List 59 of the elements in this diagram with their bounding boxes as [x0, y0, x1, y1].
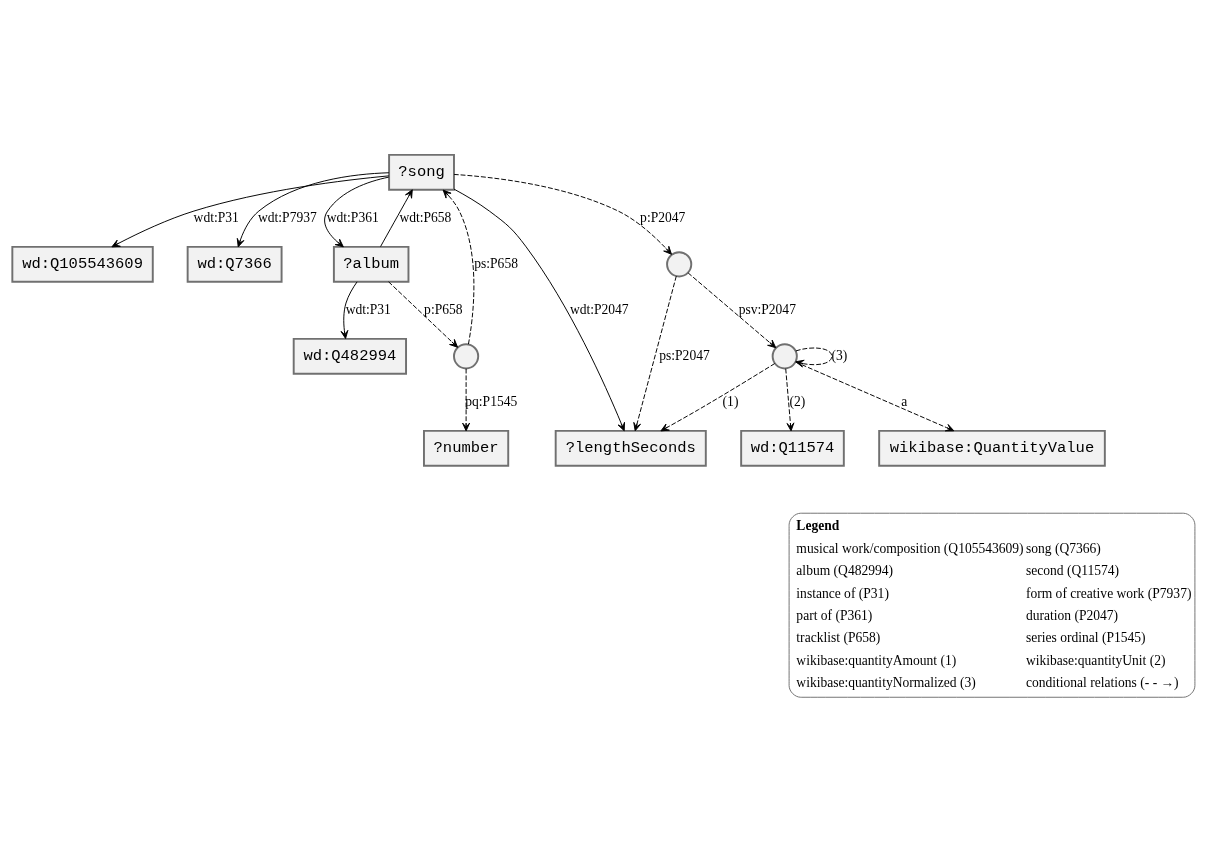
legend-label: instance of (P31)	[796, 585, 889, 601]
node-box: ?album	[332, 245, 410, 283]
arrow	[462, 367, 471, 431]
arrow	[324, 176, 390, 247]
arrow	[111, 174, 390, 247]
node-circle	[453, 342, 480, 369]
node-box: ?lengthSeconds	[554, 429, 707, 467]
node-box: wd:Q11574	[740, 429, 845, 467]
arrow	[660, 362, 776, 431]
arrow	[795, 361, 955, 431]
edge-label: wdt:P31	[193, 209, 239, 225]
edge-label: p:P658	[424, 301, 463, 317]
legend-label: second (Q11574)	[1025, 562, 1120, 578]
edge-label: ps:P658	[474, 255, 518, 271]
node-box: wd:Q105543609	[11, 245, 154, 283]
node-box: ?number	[423, 429, 510, 467]
edge-label: (1)	[722, 393, 739, 409]
legend-label: tracklist (P658)	[796, 629, 881, 645]
legend-label: series ordinal (P1545)	[1025, 629, 1146, 645]
node-box: ?song	[388, 153, 455, 191]
legend-label: musical work/composition (Q105543609)	[796, 540, 1024, 556]
arrow	[236, 171, 390, 247]
arrow	[442, 189, 475, 345]
edge-label: psv:P2047	[738, 301, 796, 317]
legend-label: wikibase:quantityUnit (2)	[1025, 652, 1166, 668]
node-circle	[771, 342, 798, 369]
legend-label: part of (P361)	[796, 607, 873, 623]
legend-label: form of creative work (P7937)	[1025, 585, 1192, 601]
legend-label: song (Q7366)	[1025, 540, 1101, 556]
arrow	[340, 280, 358, 339]
arrow	[633, 275, 677, 431]
arrow	[687, 272, 777, 348]
arrow	[785, 367, 795, 431]
node-box: wd:Q7366	[186, 245, 283, 283]
node-box: wd:Q482994	[292, 337, 408, 375]
edge-label: wdt:P7937	[258, 209, 317, 225]
arrow	[453, 173, 672, 255]
edge-label: (3)	[831, 347, 848, 363]
edge-label: wdt:P31	[345, 301, 391, 317]
node-circle	[666, 250, 693, 277]
legend-label: wikibase:quantityNormalized (3)	[796, 674, 976, 690]
edge-label: wdt:P658	[399, 209, 452, 225]
edge-label: (2)	[789, 393, 806, 409]
label: Legend	[796, 517, 840, 533]
arrow	[380, 188, 413, 247]
arrow	[453, 188, 625, 431]
edge-label: pq:P1545	[465, 393, 518, 409]
legend-label: album (Q482994)	[796, 562, 894, 578]
edge-label: wdt:P2047	[569, 301, 629, 317]
edge-label: a	[901, 393, 908, 409]
edge-label: ps:P2047	[659, 347, 710, 363]
legend-label: duration (P2047)	[1025, 607, 1119, 623]
arrow	[388, 280, 459, 348]
edge-label: wdt:P361	[326, 209, 379, 225]
legend-label: conditional relations (- - →)	[1025, 674, 1179, 690]
legend-label: wikibase:quantityAmount (1)	[796, 652, 957, 668]
node-box: wikibase:QuantityValue	[878, 429, 1106, 467]
edge-label: p:P2047	[640, 209, 686, 225]
arrow	[795, 347, 833, 367]
